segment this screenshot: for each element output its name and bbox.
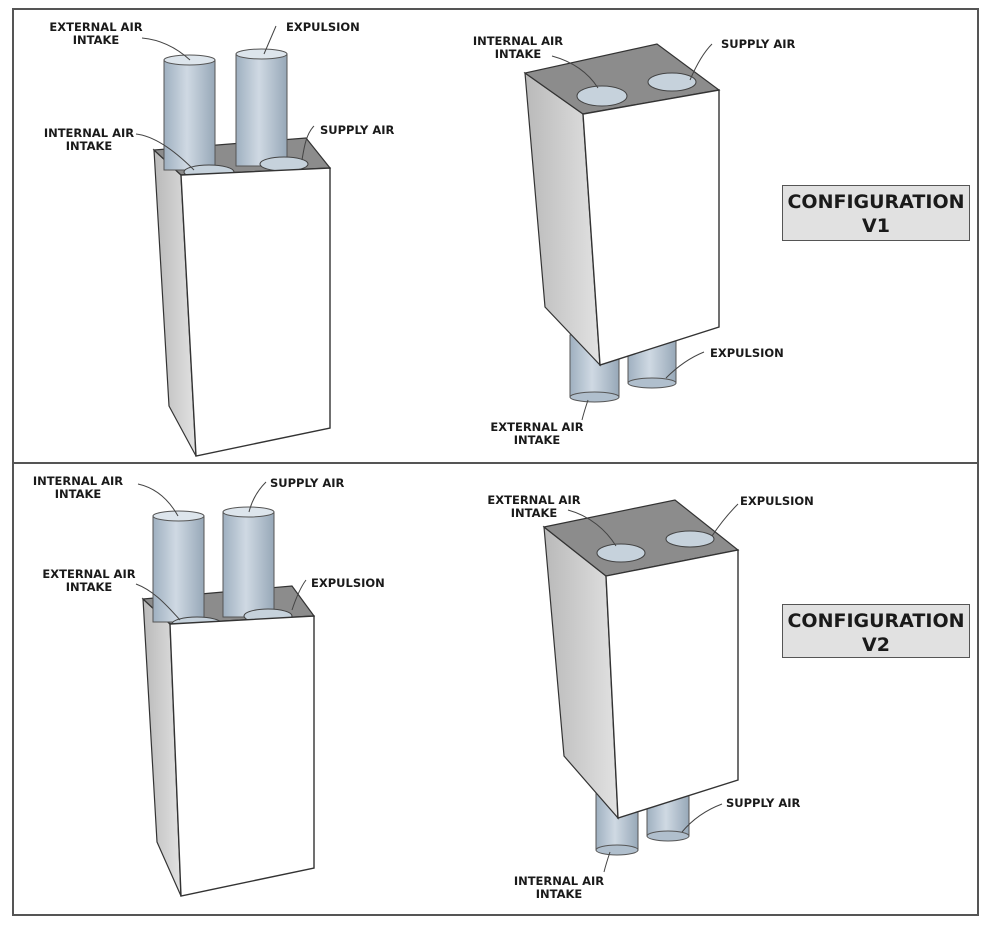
opening-supply-air [647, 72, 697, 92]
unit-front-panel [582, 89, 720, 366]
opening-internal-air-intake [576, 85, 628, 107]
badge-version: V2 [862, 634, 890, 656]
configuration-v2-badge: CONFIGURATION V2 [782, 604, 970, 658]
opening-expulsion [665, 530, 715, 548]
badge-version: V1 [862, 215, 890, 237]
pipe-external-air-intake [163, 54, 216, 171]
unit-front-panel [180, 167, 331, 457]
pipe-supply-air [222, 506, 275, 618]
unit-front-panel [169, 615, 315, 897]
label-supply-air: SUPPLY AIR [270, 476, 345, 490]
unit-front-panel [605, 549, 739, 819]
label-supply-air: SUPPLY AIR [721, 37, 796, 51]
pipe-internal-air-intake [152, 510, 205, 623]
pipe-expulsion [235, 48, 288, 167]
label-expulsion: EXPULSION [740, 494, 814, 508]
label-supply-air: SUPPLY AIR [726, 796, 801, 810]
label-expulsion: EXPULSION [311, 576, 385, 590]
badge-title: CONFIGURATION [787, 191, 965, 213]
opening-external-air-intake [596, 543, 646, 563]
configuration-v1-badge: CONFIGURATION V1 [782, 185, 970, 241]
badge-title: CONFIGURATION [787, 610, 965, 632]
label-expulsion: EXPULSION [286, 20, 360, 34]
label-supply-air: SUPPLY AIR [320, 123, 395, 137]
label-expulsion: EXPULSION [710, 346, 784, 360]
